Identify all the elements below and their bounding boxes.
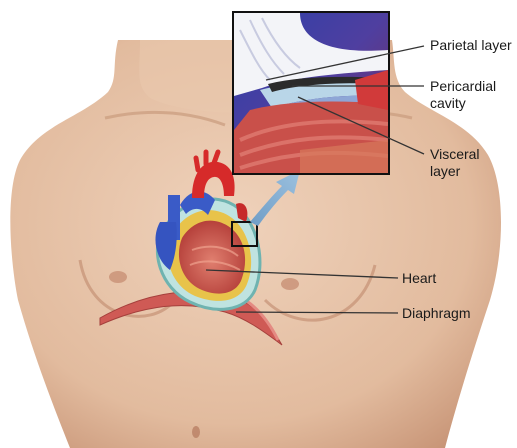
nipple-right — [281, 278, 299, 290]
label-heart: Heart — [402, 270, 436, 287]
label-visceral-layer: Visceral layer — [430, 146, 480, 180]
navel — [192, 426, 200, 438]
label-diaphragm: Diaphragm — [402, 305, 470, 322]
label-pericardial-cavity: Pericardial cavity — [430, 78, 496, 112]
inset-panel — [233, 12, 389, 174]
nipple-left — [109, 271, 127, 283]
label-parietal-layer: Parietal layer — [430, 37, 512, 54]
